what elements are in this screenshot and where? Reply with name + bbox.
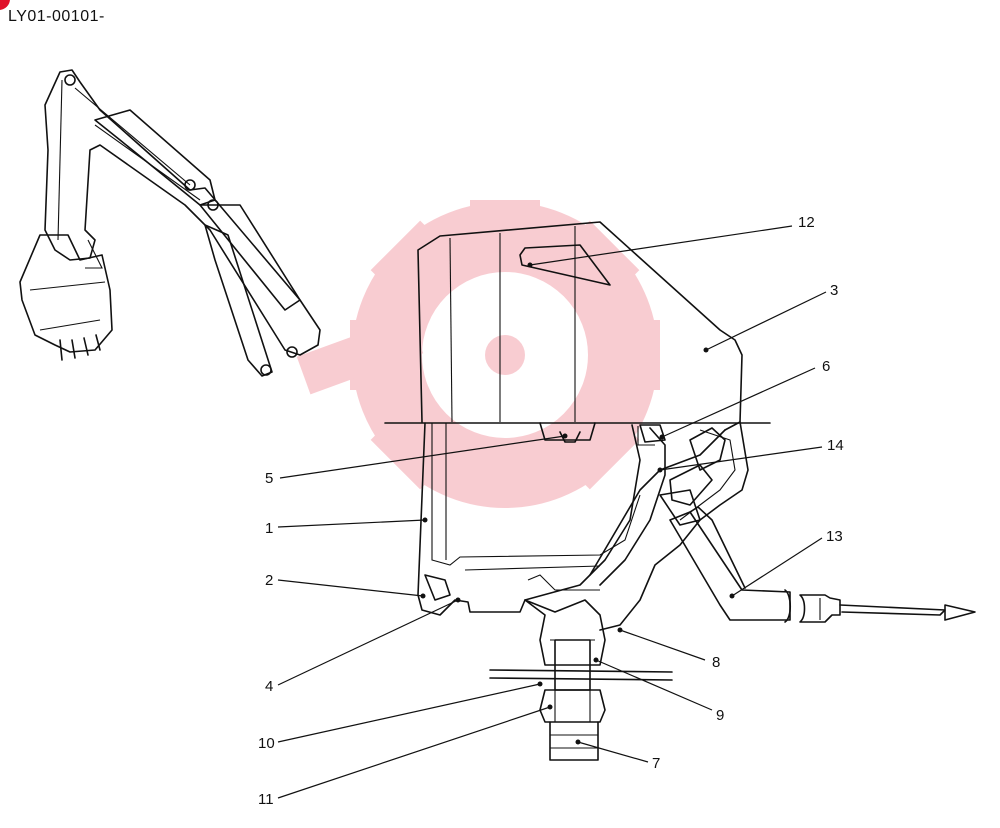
callout-9: 9 bbox=[716, 707, 724, 724]
document-code: LY01-00101- bbox=[8, 8, 105, 25]
callout-12: 12 bbox=[798, 214, 815, 231]
callout-14: 14 bbox=[827, 437, 844, 454]
watermark-gear-icon bbox=[296, 200, 660, 508]
callout-10: 10 bbox=[258, 735, 275, 752]
callout-2: 2 bbox=[265, 572, 273, 589]
callout-11: 11 bbox=[258, 791, 274, 808]
callout-6: 6 bbox=[822, 358, 830, 375]
callout-4: 4 bbox=[265, 678, 273, 695]
callout-7: 7 bbox=[652, 755, 660, 772]
excavator-arm-illustration bbox=[19, 69, 321, 377]
callout-8: 8 bbox=[712, 654, 720, 671]
callout-1: 1 bbox=[265, 520, 273, 537]
callout-3: 3 bbox=[830, 282, 838, 299]
callout-5: 5 bbox=[265, 470, 273, 487]
callout-13: 13 bbox=[826, 528, 843, 545]
corner-badge-icon bbox=[0, 0, 10, 10]
callout-leaders bbox=[277, 225, 827, 799]
